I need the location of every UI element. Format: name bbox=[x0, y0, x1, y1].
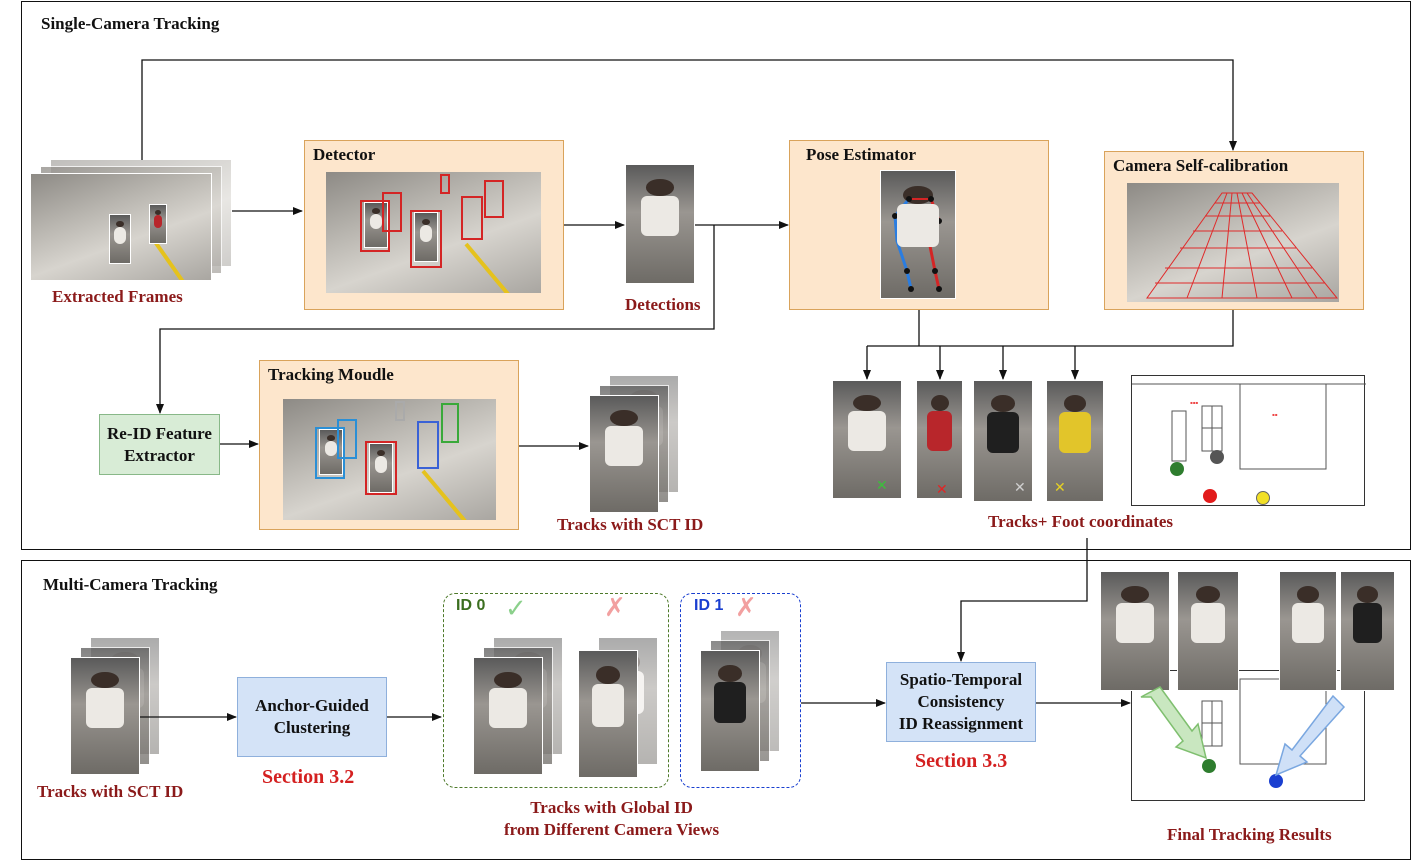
spatio-temporal-label: Spatio-Temporal Consistency ID Reassignm… bbox=[898, 670, 1024, 733]
cross-icon: ✗ bbox=[604, 593, 626, 623]
id0-track-front bbox=[473, 657, 543, 775]
caption-final-results: Final Tracking Results bbox=[1167, 825, 1332, 844]
final-dot-blue bbox=[1269, 774, 1283, 788]
final-dot-green bbox=[1202, 759, 1216, 773]
svg-text:▪▪: ▪▪ bbox=[1272, 412, 1278, 417]
anchor-clustering-box: Anchor-Guided Clustering bbox=[237, 677, 387, 757]
tracking-image bbox=[283, 399, 496, 520]
multi-camera-title: Multi-Camera Tracking bbox=[43, 575, 218, 594]
calibration-image bbox=[1127, 183, 1339, 302]
reid-extractor-box: Re-ID Feature Extractor bbox=[99, 414, 220, 475]
map-dot-green bbox=[1170, 462, 1184, 476]
section-3-3: Section 3.3 bbox=[915, 750, 1008, 772]
foot-marker-yellow-icon: ✕ bbox=[1054, 480, 1066, 496]
map-dot-gray bbox=[1210, 450, 1224, 464]
final-crop-2 bbox=[1177, 571, 1239, 691]
pointer-arrow-blue bbox=[1274, 694, 1346, 777]
spatio-temporal-box: Spatio-Temporal Consistency ID Reassignm… bbox=[886, 662, 1036, 742]
caption-foot-coordinates: Tracks+ Foot coordinates bbox=[988, 512, 1174, 531]
section-3-2: Section 3.2 bbox=[262, 766, 355, 788]
caption-sct-tracks: Tracks with SCT ID bbox=[557, 515, 704, 534]
single-camera-title: Single-Camera Tracking bbox=[41, 14, 220, 33]
anchor-clustering-label: Anchor-Guided Clustering bbox=[255, 696, 369, 737]
final-crop-1 bbox=[1100, 571, 1170, 691]
id0-cam2-front bbox=[578, 650, 638, 778]
map-dot-yellow bbox=[1256, 491, 1270, 505]
detector-title: Detector bbox=[313, 145, 376, 164]
final-crop-4 bbox=[1340, 571, 1395, 691]
id0-group bbox=[443, 593, 669, 788]
pose-estimator-title: Pose Estimator bbox=[806, 145, 917, 164]
caption-extracted-frames: Extracted Frames bbox=[52, 287, 183, 306]
foot-marker-red-icon: ✕ bbox=[936, 482, 948, 498]
final-crop-3 bbox=[1279, 571, 1337, 691]
final-floor-map bbox=[1131, 670, 1365, 801]
caption-mct-tracks: Tracks with SCT ID bbox=[37, 782, 184, 801]
foot-crop-dark bbox=[973, 380, 1033, 502]
floor-map: ▪▪▪▪▪ bbox=[1131, 375, 1366, 506]
id1-track-front bbox=[700, 650, 760, 772]
reid-extractor-label: Re-ID Feature Extractor bbox=[107, 423, 212, 465]
single-camera-panel bbox=[21, 1, 1411, 550]
camera-calibration-title: Camera Self-calibration bbox=[1113, 156, 1289, 175]
frame-front bbox=[30, 173, 212, 281]
cross-icon-id1: ✗ bbox=[735, 593, 757, 623]
caption-global-id: Tracks with Global ID from Different Cam… bbox=[504, 798, 720, 839]
foot-crop-white bbox=[832, 380, 902, 499]
id1-label: ID 1 bbox=[694, 597, 724, 614]
check-icon: ✓ bbox=[505, 594, 527, 624]
caption-detections: Detections bbox=[625, 295, 701, 314]
map-dot-red bbox=[1203, 489, 1217, 503]
id0-label: ID 0 bbox=[456, 597, 486, 614]
multi-camera-panel bbox=[21, 560, 1411, 860]
foot-crop-yellow bbox=[1046, 380, 1104, 502]
pointer-arrow-green bbox=[1140, 686, 1208, 760]
detection-crop bbox=[625, 164, 695, 284]
pose-image bbox=[880, 170, 956, 299]
id1-group bbox=[680, 593, 801, 788]
foot-marker-green-icon: ✕ bbox=[876, 478, 888, 494]
svg-text:▪▪▪: ▪▪▪ bbox=[1190, 400, 1198, 405]
foot-marker-gray-icon: ✕ bbox=[1014, 480, 1026, 496]
detector-image bbox=[326, 172, 541, 293]
sct-track-front bbox=[589, 395, 659, 513]
foot-crop-red bbox=[916, 380, 963, 499]
mct-input-front bbox=[70, 657, 140, 775]
tracking-module-title: Tracking Moudle bbox=[268, 365, 394, 384]
